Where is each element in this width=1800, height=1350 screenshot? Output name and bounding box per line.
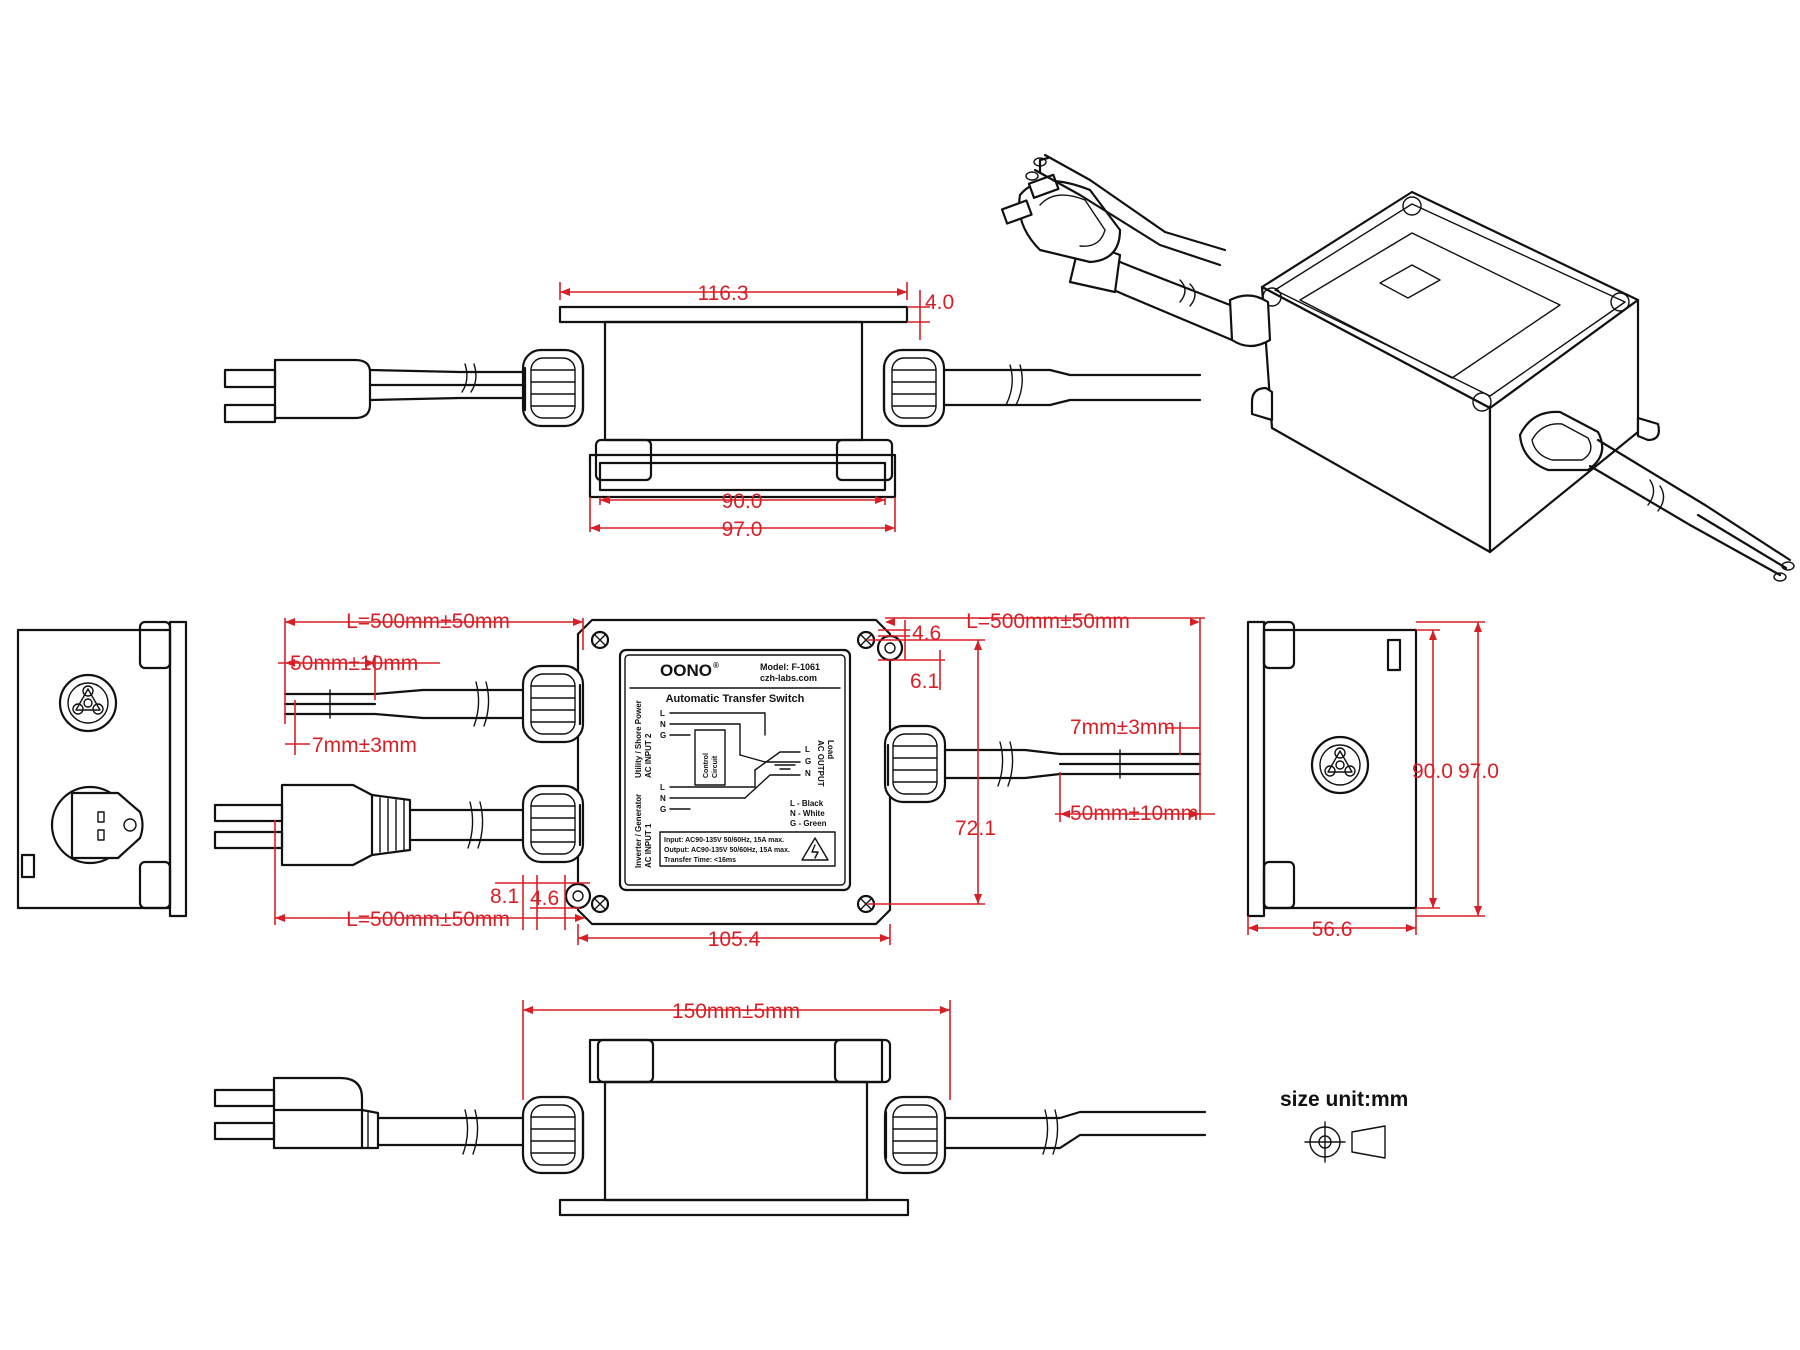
input2-line2: AC INPUT 2 — [644, 733, 653, 778]
model-number: Model: F-1061 — [760, 662, 820, 672]
hole-dim-a: 4.6 — [912, 622, 941, 645]
tip-len-right: 7mm±3mm — [1070, 716, 1175, 739]
hole-spacing: 72.1 — [955, 817, 996, 840]
bottom-view: 150mm±5mm — [213, 1000, 1207, 1217]
hole-dim-c: 8.1 — [490, 885, 519, 908]
size-unit-title: size unit:mm — [1280, 1088, 1408, 1111]
spec-transfer: Transfer Time: <16ms — [664, 857, 736, 864]
out-term-n: N — [805, 769, 811, 778]
front-view: OONO ® Model: F-1061 czh-labs.com Automa… — [213, 610, 1215, 951]
top-flange-label: 4.0 — [925, 291, 954, 314]
brand-mark: ® — [713, 661, 719, 670]
label-plate: OONO ® Model: F-1061 czh-labs.com Automa… — [629, 661, 841, 868]
website: czh-labs.com — [760, 673, 817, 683]
size-unit-legend: size unit:mm — [1280, 1088, 1408, 1163]
front-width-label: 105.4 — [708, 928, 761, 951]
wire-color-n: N - White — [790, 809, 825, 818]
product-title: Automatic Transfer Switch — [666, 693, 805, 705]
control-line2: Circuit — [712, 755, 719, 778]
in2-term-l: L — [660, 709, 665, 718]
control-line1: Control — [703, 753, 710, 778]
strip-len-right: 50mm±10mm — [1070, 802, 1198, 825]
in2-term-n: N — [660, 720, 666, 729]
warning-icon — [801, 837, 829, 861]
in1-term-g: G — [660, 805, 666, 814]
hole-dim-d: 4.6 — [530, 887, 559, 910]
bottom-length-label: 150mm±5mm — [672, 1000, 800, 1023]
left-side-view — [16, 620, 188, 918]
in2-term-g: G — [660, 731, 666, 740]
output-line2: Load — [826, 740, 835, 759]
out-term-g: G — [805, 757, 811, 766]
cable-len-bottom-left: L=500mm±50mm — [346, 908, 510, 931]
tip-len-left: 7mm±3mm — [312, 734, 417, 757]
wire-color-g: G - Green — [790, 819, 827, 828]
hole-dim-b: 6.1 — [910, 670, 939, 693]
input1-line2: AC INPUT 1 — [644, 823, 653, 868]
input1-line1: Inverter / Generator — [634, 794, 643, 868]
brand-name: OONO — [660, 661, 712, 680]
cable-len-top-left: L=500mm±50mm — [346, 610, 510, 633]
in1-term-n: N — [660, 794, 666, 803]
strip-len-left: 50mm±10mm — [290, 652, 418, 675]
side-inner-height: 90.0 — [1412, 760, 1453, 783]
cable-len-top-right: L=500mm±50mm — [966, 610, 1130, 633]
spec-input: Input: AC90-135V 50/60Hz, 15A max. — [664, 837, 784, 844]
top-view: 116.3 4.0 90.0 97.0 — [223, 282, 1202, 541]
in1-term-l: L — [660, 783, 665, 792]
top-width-label: 116.3 — [698, 282, 749, 305]
wire-color-l: L - Black — [790, 799, 824, 808]
projection-cone-icon — [1351, 1125, 1386, 1159]
output-line1: AC OUTPUT — [816, 740, 825, 787]
isometric-view — [1000, 153, 1795, 582]
side-outer-height: 97.0 — [1458, 760, 1499, 783]
top-inner-label: 90.0 — [722, 490, 763, 513]
right-side-view: 90.0 97.0 56.6 — [1246, 620, 1499, 941]
out-term-l: L — [805, 745, 810, 754]
top-outer-label: 97.0 — [722, 518, 763, 541]
spec-output: Output: AC90-135V 50/60Hz, 15A max. — [664, 847, 790, 854]
input2-line1: Utility / Shore Power — [634, 700, 643, 778]
side-depth: 56.6 — [1312, 918, 1353, 941]
